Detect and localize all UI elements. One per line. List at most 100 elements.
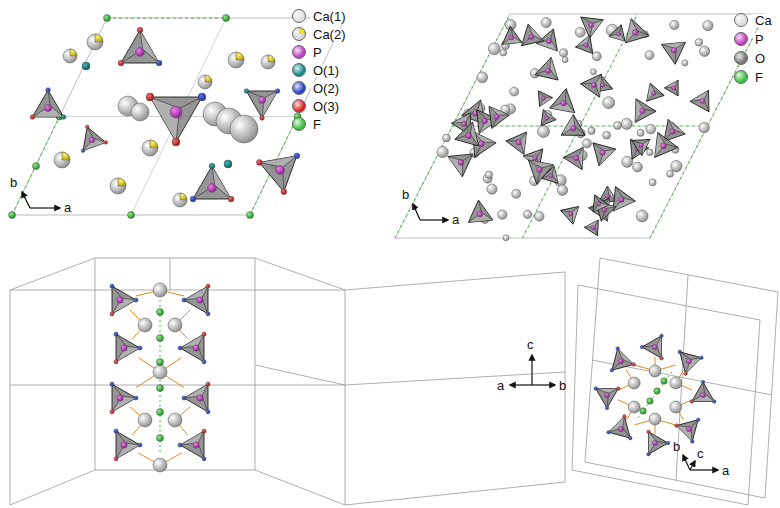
atom-sphere xyxy=(110,312,114,316)
tetra-edge xyxy=(631,19,637,31)
tetra-face xyxy=(116,431,140,459)
tetra-face xyxy=(116,346,140,362)
atom-sphere xyxy=(208,184,217,193)
tetra-face xyxy=(150,97,180,142)
atom-sphere xyxy=(117,395,123,401)
tetra-edge xyxy=(587,35,589,44)
panel-oblique-view xyxy=(572,258,778,505)
atom-sphere xyxy=(559,49,567,57)
atom-sphere xyxy=(594,387,598,391)
tetra-face xyxy=(596,389,619,409)
tetra-face xyxy=(538,91,552,107)
legend-item: Ca(1) xyxy=(292,9,348,23)
po4-tetrahedron xyxy=(81,125,107,153)
atom-sphere xyxy=(198,93,206,101)
f-column xyxy=(638,372,672,418)
tetra-edge xyxy=(615,187,622,198)
axis-arrow xyxy=(413,204,420,220)
po4-tetrahedron xyxy=(584,220,598,236)
atom-sphere xyxy=(54,152,70,168)
po4-tetrahedron xyxy=(114,332,142,364)
tetra-face xyxy=(561,114,575,135)
atom-sphere xyxy=(138,443,142,447)
legend-text: O(2) xyxy=(311,82,341,95)
atom-sphere xyxy=(281,189,287,195)
tetra-face xyxy=(184,384,208,398)
atom-sphere xyxy=(172,138,180,146)
atom-sphere xyxy=(157,385,164,392)
atom-sphere xyxy=(575,27,585,37)
atom-sphere xyxy=(640,408,646,414)
atom-sphere xyxy=(537,167,543,173)
tetra-edge xyxy=(543,110,548,118)
atom-sphere xyxy=(206,382,210,386)
atom-sphere xyxy=(477,211,483,217)
tetra-face xyxy=(489,106,509,128)
atom-sphere xyxy=(597,202,601,206)
tetra-edge xyxy=(674,130,685,134)
axis-arrow xyxy=(30,207,60,208)
po4-tetrahedron xyxy=(625,19,649,43)
tetra-edge xyxy=(600,203,609,205)
legend-text: F xyxy=(753,71,765,84)
tetra-face xyxy=(112,384,136,412)
atom-sphere xyxy=(649,413,661,425)
atom-sphere xyxy=(582,139,591,148)
tetra-face xyxy=(618,349,634,365)
legend-text: Ca(2) xyxy=(311,28,348,41)
atom-sphere xyxy=(138,318,152,332)
atom-sphere xyxy=(89,137,95,143)
atom-sphere xyxy=(206,312,210,316)
atom-sphere xyxy=(667,170,674,177)
tetra-face xyxy=(690,90,709,101)
atom-sphere xyxy=(136,48,145,57)
po4-tetrahedron xyxy=(647,83,665,101)
tetra-face xyxy=(455,122,479,146)
tetra-face xyxy=(550,57,558,80)
atom-sphere xyxy=(294,153,300,159)
atom-sphere xyxy=(660,334,664,338)
legend-text: F xyxy=(311,118,323,131)
atom-sphere xyxy=(616,387,620,391)
atom-sphere xyxy=(712,400,716,404)
unit-cell xyxy=(12,18,345,215)
atom-sector xyxy=(180,193,187,200)
tetra-face xyxy=(540,97,553,106)
tetra-edge xyxy=(483,142,496,144)
legend-swatch xyxy=(292,45,306,59)
po4-tetrahedron xyxy=(561,114,585,135)
cell-edge xyxy=(170,258,171,290)
cell-edge xyxy=(345,290,346,505)
po4-tetrahedron xyxy=(635,99,656,123)
tetra-face xyxy=(561,114,585,135)
po4-tetrahedron xyxy=(178,332,206,364)
atom-sphere xyxy=(647,398,653,404)
atom-sphere xyxy=(485,171,492,178)
cell-edge xyxy=(345,272,565,290)
atom-sphere xyxy=(607,431,611,435)
panel-fluorapatite-cell xyxy=(9,15,346,219)
atom-sphere xyxy=(528,34,533,39)
po4-tetrahedron xyxy=(563,147,583,169)
atom-sphere xyxy=(661,143,667,149)
legend-item: P xyxy=(292,45,324,59)
atom-sphere xyxy=(545,116,549,120)
atom-sphere xyxy=(44,104,51,111)
atom-sphere xyxy=(652,91,656,95)
po4-tetrahedron xyxy=(522,24,544,46)
tetra-face xyxy=(661,42,685,64)
atom-sphere xyxy=(190,196,196,202)
atom-sphere xyxy=(173,193,187,207)
atom-sphere xyxy=(230,115,258,143)
atom-sphere xyxy=(261,55,275,69)
legend-swatch xyxy=(292,27,306,41)
atom-sphere xyxy=(128,212,135,219)
tetra-edge xyxy=(536,149,542,157)
tetra-edge xyxy=(565,89,567,102)
po4-tetrahedron xyxy=(550,89,575,113)
atom-sphere xyxy=(104,15,111,22)
atom-sphere xyxy=(82,62,90,70)
atom-sphere xyxy=(700,356,704,360)
po4-tetrahedron xyxy=(502,26,522,44)
